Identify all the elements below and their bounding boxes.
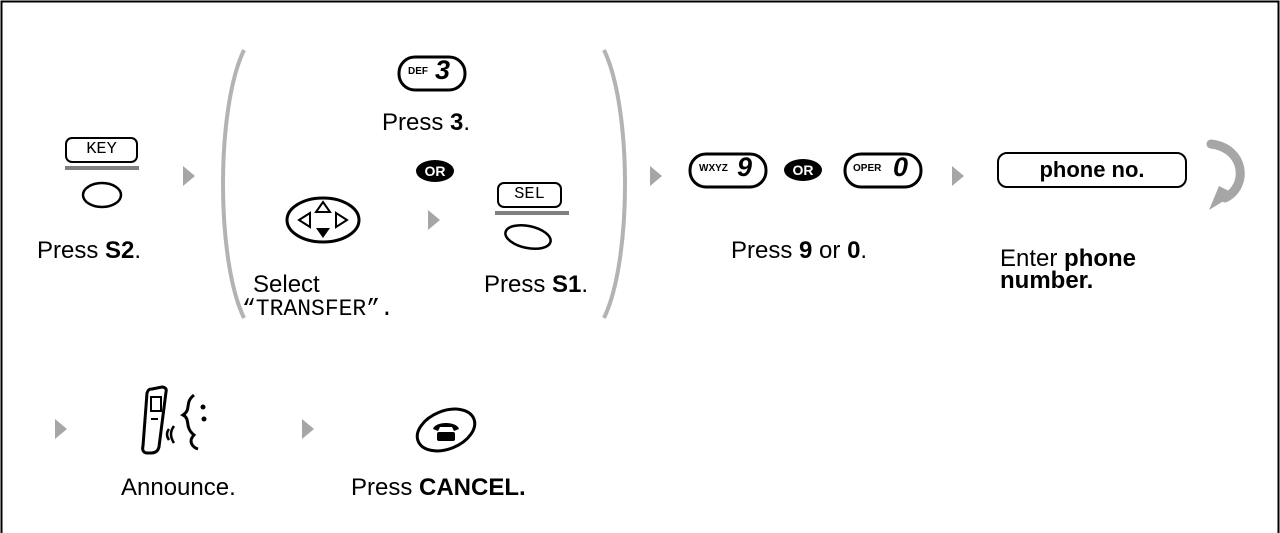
press-cancel-caption: Press CANCEL. (351, 475, 526, 501)
key-3-digit: 3 (435, 55, 451, 85)
press-s2-prefix: Press (37, 237, 106, 264)
enter-phone-bold2: number. (1000, 267, 1094, 294)
key-0-icon (843, 152, 923, 190)
press-s1-caption: Press S1. (484, 272, 588, 298)
or-badge-label: OR (424, 163, 446, 179)
arrow-right-icon (650, 166, 662, 186)
press-0-key: 0 (847, 237, 861, 264)
press-9-or-0-suffix: . (860, 237, 868, 264)
press-3-key: 3 (450, 109, 464, 136)
softkey-key-icon (62, 135, 142, 215)
phone-number-field (997, 152, 1187, 188)
key-3-icon (397, 55, 467, 93)
press-9-or-0-prefix: Press (731, 237, 800, 264)
announce-caption: Announce. (121, 474, 236, 501)
arrow-right-icon (952, 166, 964, 186)
press-3-caption: Press 3. (382, 110, 470, 136)
arrow-right-icon (302, 419, 314, 439)
phone-number-field-label: phone no. (1039, 157, 1145, 182)
or-badge (783, 158, 823, 182)
press-s1-prefix: Press (484, 271, 553, 298)
press-9-or-0-middle: or (812, 237, 848, 264)
navigator-key-icon (283, 195, 363, 247)
press-s2-key: S2 (105, 237, 135, 264)
softkey-sel-icon (492, 180, 572, 256)
softkey-sel-label: SEL (514, 185, 545, 204)
enter-phone-caption-line2: number. (1000, 268, 1093, 294)
key-3-letters: DEF (408, 66, 428, 77)
press-s2-caption: Press S2. (37, 238, 141, 264)
or-badge-label: OR (792, 162, 814, 178)
enter-phone-caption-line1: Enter phone (1000, 246, 1136, 272)
enter-phone-prefix: Enter (1000, 245, 1065, 272)
key-9-digit: 9 (737, 152, 753, 182)
arrow-right-icon (428, 210, 440, 230)
press-9-or-0-caption: Press 9 or 0. (731, 238, 867, 264)
key-0-digit: 0 (893, 152, 909, 182)
enter-phone-bold1: phone (1064, 245, 1137, 272)
cancel-button-icon (410, 406, 482, 454)
press-9-key: 9 (799, 237, 813, 264)
or-badge (415, 159, 455, 183)
press-s2-suffix: . (134, 237, 142, 264)
arrow-right-icon (183, 166, 195, 186)
key-0-letters: OPER (853, 163, 882, 174)
press-cancel-prefix: Press (351, 474, 420, 501)
press-s1-suffix: . (581, 271, 589, 298)
arrow-right-icon (55, 419, 67, 439)
key-9-letters: WXYZ (699, 163, 728, 174)
key-9-icon (688, 152, 768, 190)
bracket-right (602, 49, 627, 319)
select-caption-line1: Select (253, 271, 320, 298)
select-caption-line2: “TRANSFER”. (242, 296, 394, 322)
softkey-key-label: KEY (86, 140, 117, 159)
press-cancel-key: CANCEL. (419, 474, 526, 501)
press-3-prefix: Press (382, 109, 451, 136)
press-3-suffix: . (463, 109, 471, 136)
bracket-left (221, 49, 246, 319)
press-s1-key: S1 (552, 271, 582, 298)
continue-arrow-icon (1206, 139, 1245, 210)
handset-announce-icon (138, 385, 214, 455)
